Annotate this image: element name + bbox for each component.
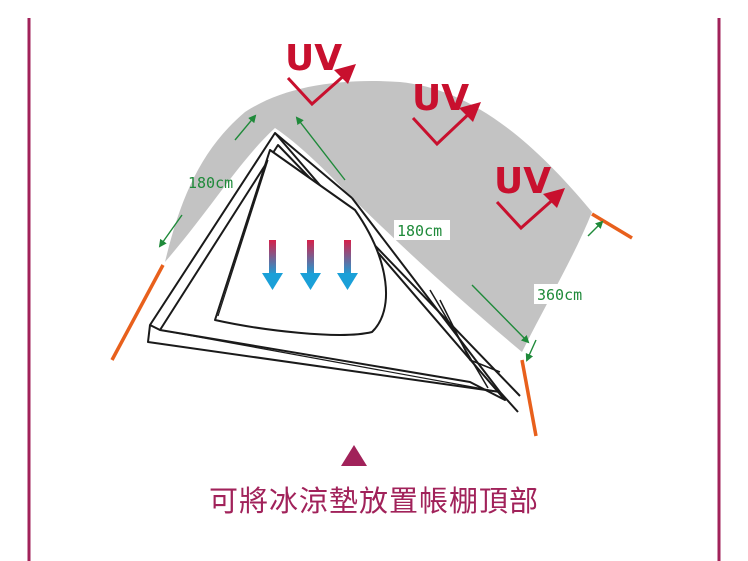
pole-left: [110, 264, 165, 361]
cooling-arrow-icon: [262, 240, 283, 290]
dimension-lines: [158, 114, 604, 362]
uv-icon: UV: [494, 161, 565, 231]
caption: 可將冰涼墊放置帳棚頂部: [208, 484, 539, 518]
triangle-marker-icon: [341, 445, 367, 466]
tent-canopy: [165, 81, 592, 352]
svg-text:UV: UV: [285, 38, 342, 79]
dimension-label-center: 180cm: [397, 222, 442, 240]
guy-line-right: [591, 212, 633, 240]
cooling-arrow-icon: [337, 240, 358, 290]
dimension-label-left: 180cm: [188, 174, 233, 192]
dimension-label-center-bg: [394, 220, 450, 240]
svg-text:UV: UV: [412, 78, 469, 119]
cooling-arrow-icon: [300, 240, 321, 290]
dimension-label-right-bg: [534, 284, 590, 304]
uv-icon: UV: [411, 78, 481, 147]
uv-icon: UV: [285, 38, 356, 107]
dimension-label-right: 360cm: [537, 286, 582, 304]
pole-front: [520, 359, 538, 437]
svg-text:UV: UV: [494, 161, 551, 202]
tent-body: [147, 132, 521, 413]
